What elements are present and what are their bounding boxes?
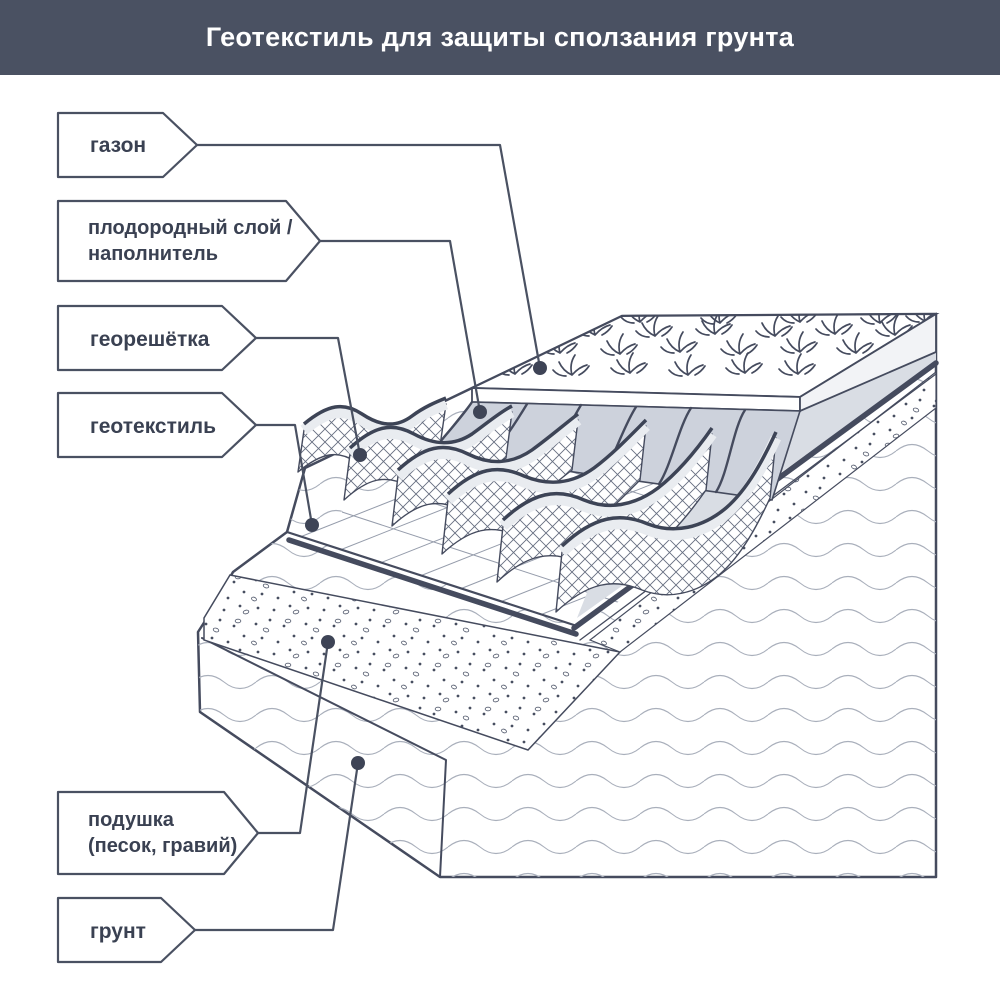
callout-cushion-line1: подушка bbox=[88, 809, 175, 831]
connector-geotextile bbox=[256, 423, 314, 526]
anchor-dot-lawn bbox=[533, 361, 547, 375]
lawn-slab bbox=[471, 312, 940, 413]
ground-front-face-edge bbox=[201, 637, 447, 878]
callout-geogrid-label: георешётка bbox=[90, 328, 210, 351]
page-title: Геотекстиль для защиты сползания грунта bbox=[205, 22, 795, 52]
callout-fertile-line2: наполнитель bbox=[88, 243, 218, 265]
callout-cushion-line2: (песок, гравий) bbox=[88, 835, 237, 857]
title-bar: Геотекстиль для защиты сползания грунта bbox=[0, 0, 1000, 75]
callouts: газон плодородный слой / наполнитель гео… bbox=[56, 111, 547, 964]
diagram-canvas: газон плодородный слой / наполнитель гео… bbox=[56, 111, 940, 964]
connector-cushion bbox=[258, 641, 330, 835]
connector-fertile bbox=[318, 239, 482, 413]
callout-geogrid: георешётка bbox=[56, 304, 258, 372]
anchor-dot-ground bbox=[351, 756, 365, 770]
anchor-dot-geotextile bbox=[305, 518, 319, 532]
connector-lawn bbox=[197, 143, 542, 369]
anchor-dot-cushion bbox=[321, 635, 335, 649]
slope-illustration bbox=[196, 312, 940, 879]
callout-ground-label: грунт bbox=[90, 920, 146, 943]
anchor-dot-geogrid bbox=[353, 448, 367, 462]
callout-ground: грунт bbox=[56, 896, 197, 964]
slab-section-face bbox=[799, 312, 937, 413]
callout-geotextile-label: геотекстиль bbox=[90, 415, 216, 438]
anchor-dot-fertile bbox=[473, 405, 487, 419]
callout-lawn-label: газон bbox=[90, 134, 146, 157]
callout-cushion: подушка (песок, гравий) bbox=[56, 790, 260, 876]
callout-lawn: газон bbox=[56, 111, 199, 179]
connector-ground bbox=[195, 762, 360, 932]
geogrid-ribbons bbox=[297, 396, 781, 613]
connector-geogrid bbox=[256, 336, 362, 456]
callout-fertile-layer: плодородный слой / наполнитель bbox=[56, 199, 322, 283]
cushion-layer-top bbox=[203, 574, 622, 751]
callout-geotextile: геотекстиль bbox=[56, 391, 258, 459]
callout-fertile-line1: плодородный слой / bbox=[88, 217, 293, 239]
